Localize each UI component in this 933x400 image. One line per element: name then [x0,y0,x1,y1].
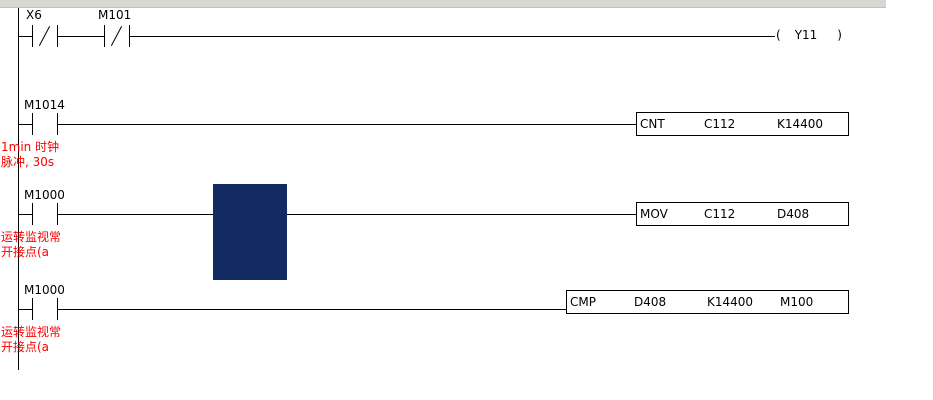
contact-m1000-no-rung4[interactable] [32,298,58,320]
instruction-op-cnt: CNT [640,117,665,131]
rung-2-wire-segment-b [58,124,636,125]
contact-bar-right [57,113,58,135]
contact-bar-left [32,298,33,320]
contact-slash-icon [110,26,123,46]
output-coil-y11[interactable]: ( Y11) [776,28,842,42]
instruction-op-mov: MOV [640,207,668,221]
instruction-box-cmp[interactable]: CMP D408 K14400 M100 [566,290,849,314]
coil-label: Y11 [794,28,818,42]
instruction-arg-counter: C112 [704,117,736,131]
contact-label-m1000-rung4: M1000 [24,283,65,297]
contact-bar-left [32,25,33,47]
coil-close-paren: ) [837,28,842,42]
left-power-rail [18,8,19,370]
instruction-arg-preset: K14400 [777,117,824,131]
instruction-box-mov[interactable]: MOV C112 D408 [636,202,849,226]
instruction-arg-dest: D408 [777,207,810,221]
rung-4-wire-segment-b [58,309,566,310]
contact-slash-icon [38,26,51,46]
contact-m1000-no-rung3[interactable] [32,203,58,225]
rung-1-wire-segment-a [18,36,32,37]
instruction-op-cmp: CMP [570,295,596,309]
rung-2-wire-segment-a [18,124,32,125]
instruction-arg-s1: D408 [634,295,667,309]
contact-bar-right [57,298,58,320]
rung-4-wire-segment-a [18,309,32,310]
rung-3-wire-segment-a [18,214,32,215]
coil-open-paren: ( [776,28,781,42]
rung-3-comment: 运转监视常 开接点(a [1,230,62,259]
rung-3-wire-segment-b [58,214,636,215]
instruction-arg-s2: K14400 [707,295,754,309]
selection-highlight[interactable] [213,184,287,280]
contact-m101-nc[interactable] [104,25,130,47]
toolbar-strip [0,0,886,8]
contact-x6-nc[interactable] [32,25,58,47]
instruction-box-cnt[interactable]: CNT C112 K14400 [636,112,849,136]
contact-bar-left [32,203,33,225]
instruction-arg-dest: M100 [780,295,814,309]
contact-label-m101: M101 [98,8,132,22]
contact-bar-left [32,113,33,135]
contact-label-m1000-rung3: M1000 [24,188,65,202]
contact-bar-right [129,25,130,47]
rung-1-wire-segment-c [130,36,775,37]
toolbar-strip-tail [886,0,933,7]
contact-bar-left [104,25,105,47]
instruction-arg-source: C112 [704,207,736,221]
rung-1-wire-segment-b [58,36,104,37]
rung-2-comment: 1min 时钟 脉冲, 30s [1,140,60,169]
contact-bar-right [57,25,58,47]
contact-bar-right [57,203,58,225]
rung-4-comment: 运转监视常 开接点(a [1,325,62,354]
contact-label-m1014: M1014 [24,98,65,112]
contact-label-x6: X6 [26,8,42,22]
contact-m1014-no[interactable] [32,113,58,135]
